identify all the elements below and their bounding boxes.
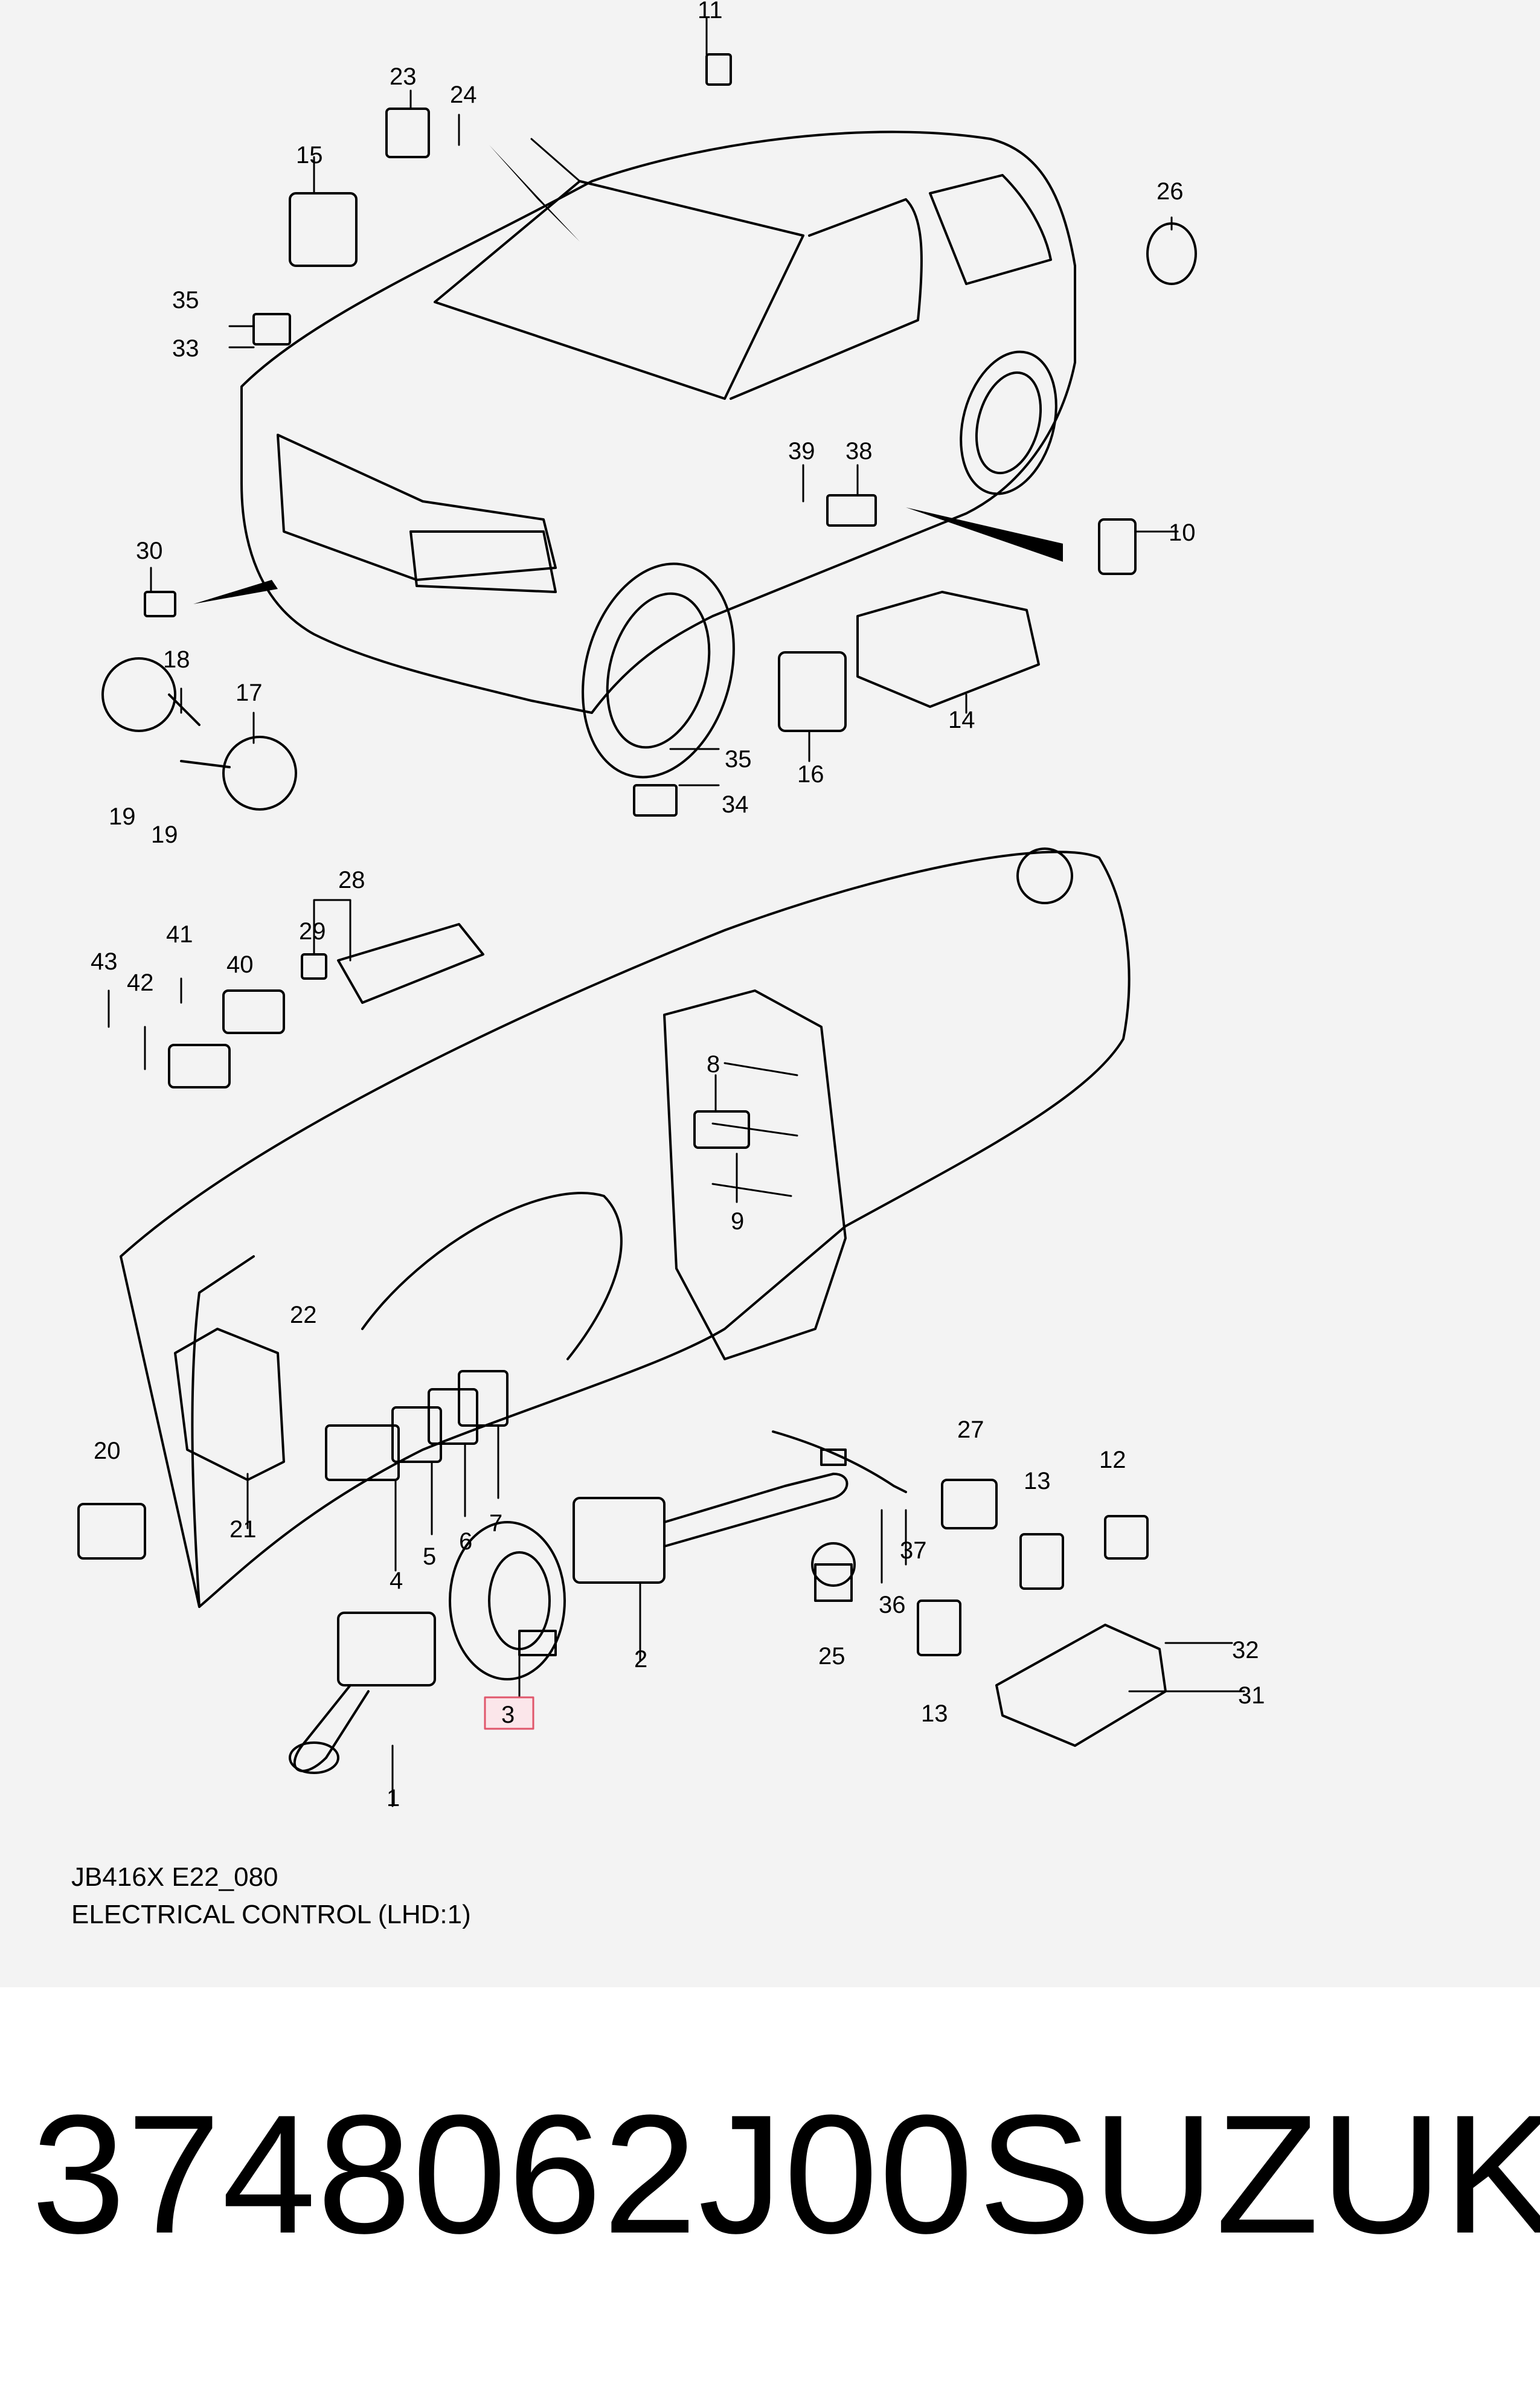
part-switch-13a[interactable] — [1019, 1533, 1064, 1590]
part-switch-16[interactable] — [778, 651, 847, 732]
callout-35a[interactable]: 35 — [172, 287, 199, 313]
callout-32[interactable]: 32 — [1232, 1637, 1259, 1664]
part-switch-15[interactable] — [289, 192, 358, 267]
callout-30[interactable]: 30 — [136, 538, 163, 564]
callout-43[interactable]: 43 — [91, 948, 118, 975]
callout-6[interactable]: 6 — [459, 1528, 472, 1555]
part-window-switch-14[interactable] — [856, 591, 1040, 708]
callout-17[interactable]: 17 — [236, 680, 263, 706]
part-unit-12[interactable] — [1104, 1515, 1149, 1560]
part-cable-36-37[interactable] — [772, 1430, 907, 1493]
part-number: 3748062J00 — [31, 2080, 975, 2269]
highlight-box — [484, 1696, 534, 1730]
part-horns-17-18[interactable] — [101, 657, 297, 811]
callout-25[interactable]: 25 — [818, 1643, 845, 1670]
part-combination-switch-1[interactable] — [289, 1612, 436, 1774]
callout-10[interactable]: 10 — [1169, 519, 1196, 546]
callout-27[interactable]: 27 — [957, 1416, 984, 1443]
callout-13b[interactable]: 13 — [921, 1700, 948, 1727]
instrument-panel — [120, 847, 1131, 1608]
part-hazard-switch-27[interactable] — [941, 1479, 998, 1529]
part-sensor-8[interactable] — [693, 1110, 750, 1149]
callout-38[interactable]: 38 — [845, 438, 873, 465]
callout-23[interactable]: 23 — [390, 63, 417, 90]
callout-11[interactable]: 11 — [698, 0, 723, 24]
callout-8[interactable]: 8 — [707, 1051, 720, 1078]
parts-diagram: 1 2 3 4 5 6 7 8 9 10 11 12 13 13 14 15 1… — [77, 0, 1265, 1812]
part-clock-spring-3[interactable] — [449, 1521, 566, 1680]
callout-36[interactable]: 36 — [879, 1592, 906, 1618]
callout-20[interactable]: 20 — [94, 1438, 121, 1464]
callout-5[interactable]: 5 — [423, 1543, 436, 1570]
part-switches-4-7[interactable] — [325, 1370, 509, 1481]
part-heater-control-28[interactable] — [337, 923, 484, 1004]
callout-13a[interactable]: 13 — [1024, 1468, 1051, 1494]
part-switches-40-42[interactable] — [168, 989, 285, 1088]
callout-39[interactable]: 39 — [788, 438, 815, 465]
callout-15[interactable]: 15 — [296, 142, 323, 169]
callout-41[interactable]: 41 — [166, 921, 193, 948]
part-switch-13b[interactable] — [917, 1599, 961, 1656]
callout-42[interactable]: 42 — [127, 969, 154, 996]
vehicle-outline — [193, 130, 1076, 779]
part-bracket-21[interactable] — [174, 1328, 285, 1481]
callout-22[interactable]: 22 — [290, 1302, 317, 1328]
part-ignition-cylinder-25[interactable] — [811, 1542, 856, 1602]
part-combination-switch-2[interactable] — [573, 1473, 849, 1584]
figure-code: JB416X E22_080 — [71, 1862, 278, 1892]
callout-16[interactable]: 16 — [797, 761, 824, 788]
callout-9[interactable]: 9 — [731, 1208, 744, 1235]
callout-31[interactable]: 31 — [1238, 1682, 1265, 1709]
callout-14[interactable]: 14 — [948, 707, 975, 733]
callout-12[interactable]: 12 — [1099, 1447, 1126, 1473]
brand-name: SUZUKI — [978, 2080, 1540, 2269]
callout-28[interactable]: 28 — [338, 867, 365, 893]
diagram-panel — [0, 0, 1540, 1987]
leader-lines — [107, 17, 1245, 1807]
callout-37[interactable]: 37 — [900, 1537, 927, 1564]
part-unit-23[interactable] — [385, 108, 430, 158]
part-small-parts[interactable] — [144, 53, 877, 980]
callout-35b[interactable]: 35 — [725, 746, 752, 773]
callout-40[interactable]: 40 — [226, 951, 254, 978]
callout-24[interactable]: 24 — [450, 82, 477, 108]
part-sensor-26[interactable] — [1146, 222, 1197, 285]
callout-18[interactable]: 18 — [163, 646, 190, 673]
part-airbag-module-31[interactable] — [995, 1624, 1167, 1747]
figure-title: ELECTRICAL CONTROL (LHD:1) — [71, 1900, 471, 1929]
callout-labels: 1 2 3 4 5 6 7 8 9 10 11 12 13 13 14 15 1… — [91, 0, 1265, 1812]
callout-21[interactable]: 21 — [229, 1516, 257, 1543]
callout-19a[interactable]: 19 — [109, 803, 136, 830]
callout-34[interactable]: 34 — [722, 791, 749, 818]
callout-33[interactable]: 33 — [172, 335, 199, 362]
callout-7[interactable]: 7 — [489, 1510, 502, 1537]
callout-3[interactable]: 3 — [501, 1702, 515, 1728]
callout-26[interactable]: 26 — [1157, 178, 1184, 205]
callout-1[interactable]: 1 — [387, 1785, 400, 1812]
part-relay-20[interactable] — [77, 1503, 146, 1560]
callout-2[interactable]: 2 — [634, 1646, 647, 1673]
callout-4[interactable]: 4 — [390, 1567, 403, 1594]
callout-19b[interactable]: 19 — [151, 821, 178, 848]
callout-29[interactable]: 29 — [299, 918, 326, 945]
part-bracket-10[interactable] — [1098, 518, 1137, 575]
